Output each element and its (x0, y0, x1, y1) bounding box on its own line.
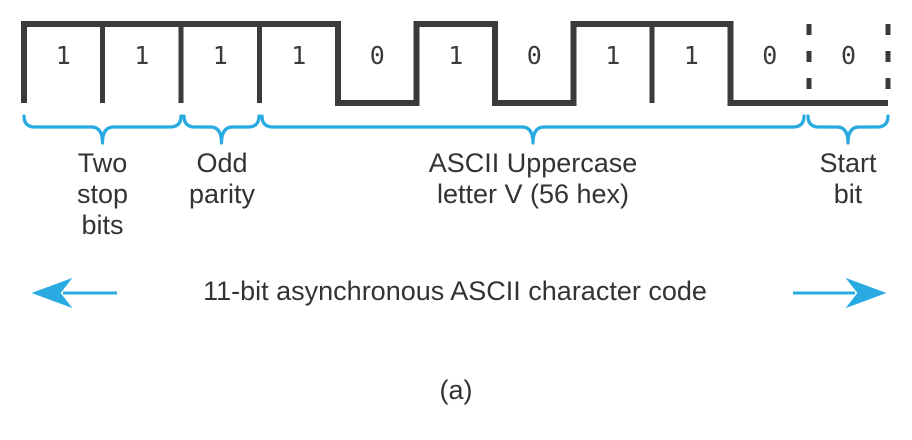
bit-value-3: 1 (291, 41, 307, 70)
span-arrow (31, 277, 887, 309)
group-braces (22, 114, 890, 145)
bit-value-5: 1 (448, 41, 464, 70)
group-label-odd-parity: Odd parity (188, 148, 256, 209)
bit-value-8: 1 (683, 41, 699, 70)
bit-value-1: 1 (134, 41, 150, 70)
bit-value-4: 0 (369, 41, 385, 70)
bit-value-6: 0 (526, 41, 542, 70)
group-label-two-stop-bits: Two stop bits (76, 148, 129, 240)
bit-value-7: 1 (605, 41, 621, 70)
arrow-head-right (845, 277, 887, 309)
bit-value-9: 0 (762, 41, 778, 70)
group-label-ascii-uppercase-v: ASCII Uppercase letter V (56 hex) (428, 148, 638, 209)
figure-caption: (a) (439, 375, 473, 405)
span-annotation-label: 11-bit asynchronous ASCII character code (203, 276, 707, 306)
group-label-start-bit: Start bit (819, 148, 877, 209)
arrow-head-left (31, 277, 73, 309)
signal-waveform (21, 21, 891, 106)
bit-value-0: 1 (55, 41, 71, 70)
bit-value-10: 0 (840, 41, 857, 70)
bit-value-2: 1 (212, 41, 228, 70)
